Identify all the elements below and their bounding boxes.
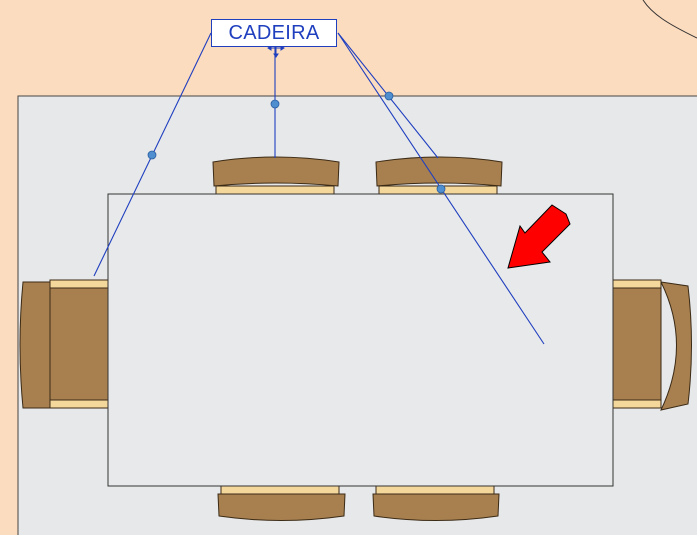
chair-left[interactable]	[19, 279, 109, 409]
tag-label-box[interactable]: CADEIRA	[211, 19, 337, 47]
chair-top-left[interactable]	[212, 156, 340, 195]
wall-curve	[642, 0, 697, 39]
leader-grips[interactable]	[147, 91, 446, 194]
red-arrow-icon	[507, 204, 571, 269]
tag-label-text: CADEIRA	[228, 21, 320, 44]
chair-bottom-right[interactable]	[372, 485, 500, 521]
chair-right[interactable]	[612, 279, 692, 411]
chair-bottom-left[interactable]	[217, 485, 346, 521]
